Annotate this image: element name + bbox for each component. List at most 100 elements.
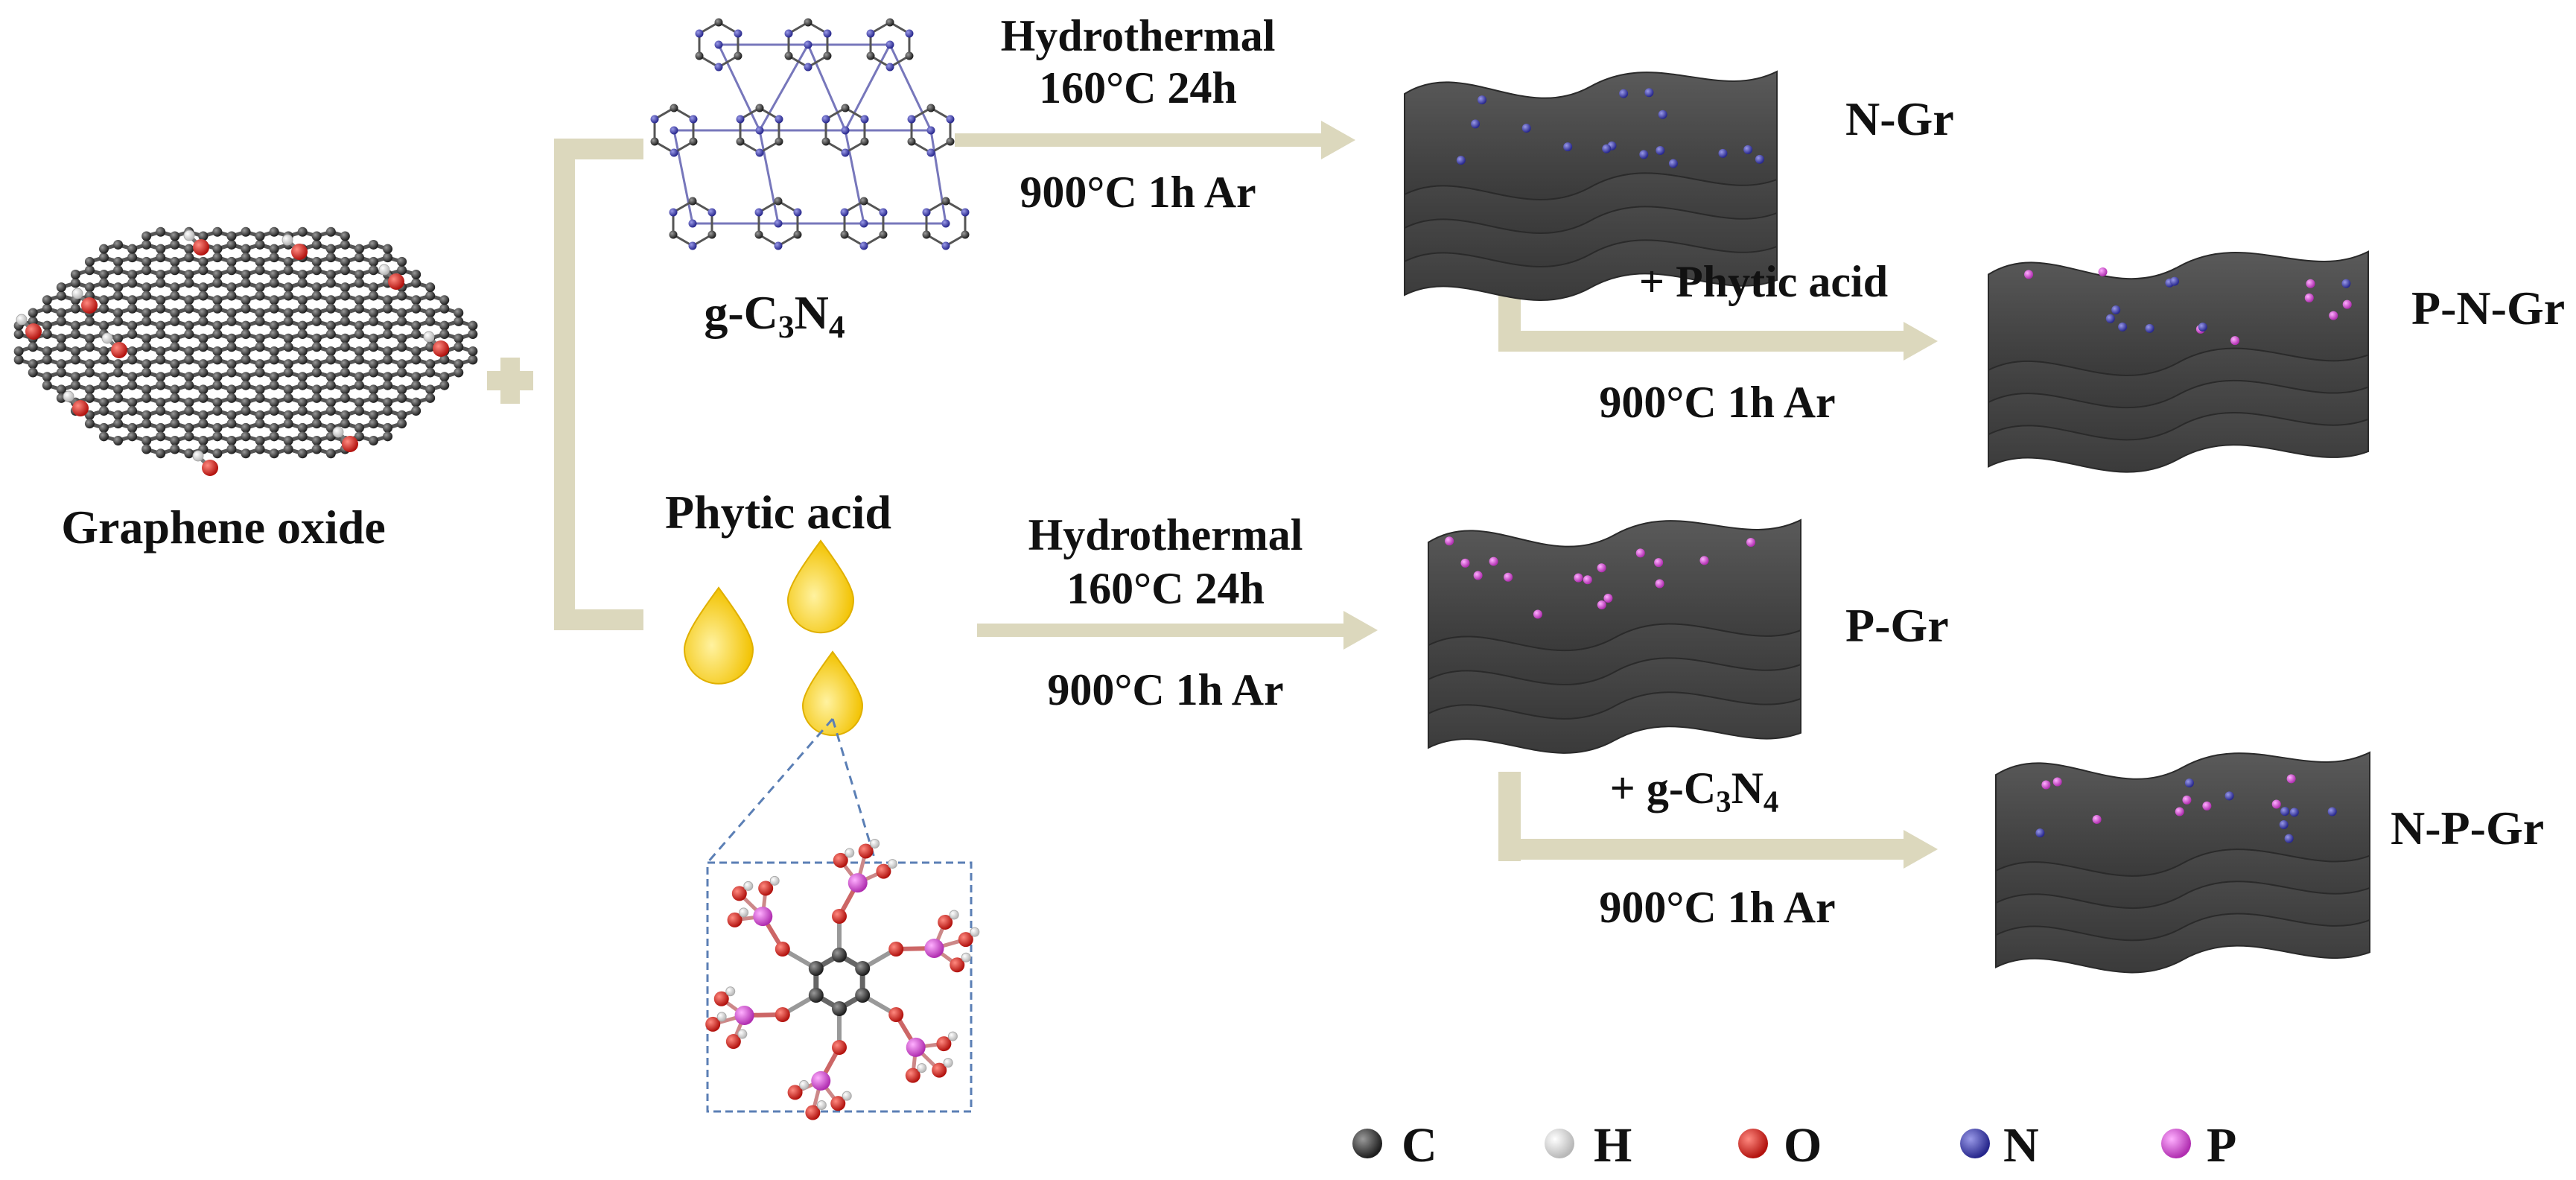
carbon-atom [212, 226, 223, 237]
nitrogen-dopant [1656, 145, 1665, 155]
carbon-atom [141, 265, 152, 276]
carbon-atom [283, 265, 293, 276]
nitrogen-atom [922, 208, 931, 217]
carbon-atom [113, 256, 124, 267]
carbon-atom [98, 406, 109, 416]
carbon-atom [84, 316, 95, 326]
phosphorus-dopant [1746, 538, 1756, 548]
carbon-atom [859, 197, 868, 206]
carbon-atom [141, 410, 152, 420]
carbon-atom [454, 367, 464, 378]
phosphorus-atom [811, 1070, 831, 1091]
carbon-atom [156, 303, 166, 314]
phytic-acid-droplets [683, 539, 864, 736]
carbon-atom [325, 253, 336, 263]
carbon-atom [283, 316, 293, 326]
carbon-atom [354, 380, 364, 390]
carbon-atom [397, 359, 407, 369]
carbon-atom [397, 342, 407, 352]
carbon-atom [156, 244, 166, 254]
legend-dot-p [2161, 1129, 2191, 1158]
carbon-atom [255, 342, 265, 352]
carbon-atom [311, 256, 322, 267]
carbon-atom [283, 384, 293, 395]
carbon-atom [255, 333, 265, 343]
carbon-atom [56, 384, 66, 395]
carbon-atom [283, 419, 293, 429]
carbon-atom [113, 367, 124, 378]
carbon-atom [141, 231, 152, 241]
carbon-atom [425, 282, 436, 293]
carbon-atom [841, 104, 850, 112]
carbon-atom [297, 380, 308, 390]
carbon-atom [255, 384, 265, 395]
hydrogen-atom [737, 1029, 748, 1039]
carbon-atom [98, 380, 109, 390]
graphene-sheet-stacks [1404, 70, 2370, 974]
carbon-atom [113, 384, 124, 395]
carbon-atom [56, 291, 66, 301]
carbon-atom [141, 342, 152, 352]
carbon-atom [184, 269, 194, 279]
carbon-atom [198, 436, 209, 446]
carbon-atom [311, 436, 322, 446]
nitrogen-atom [926, 126, 935, 135]
oxygen-atom [727, 912, 742, 927]
carbon-atom [397, 419, 407, 429]
carbon-atom [311, 239, 322, 250]
c3n4-link [672, 130, 694, 224]
carbon-atom [141, 384, 152, 395]
carbon-atom [198, 256, 209, 267]
carbon-atom [383, 303, 393, 314]
nitrogen-dopant [2280, 807, 2290, 816]
oxygen-atom [725, 1034, 741, 1050]
carbon-atom [707, 230, 716, 239]
carbon-atom [241, 278, 251, 288]
carbon-atom [198, 342, 209, 352]
carbon-atom [13, 329, 24, 340]
phosphorus-dopant [2024, 270, 2034, 279]
carbon-atom [397, 333, 407, 343]
carbon-atom [383, 253, 393, 263]
nitrogen-atom [650, 115, 659, 124]
carbon-atom [212, 320, 223, 331]
carbon-atom [383, 355, 393, 365]
carbon-atom [156, 355, 166, 365]
carbon-atom [84, 419, 95, 429]
carbon-atom [170, 419, 180, 429]
carbon-atom [184, 422, 194, 433]
carbon-atom [340, 393, 350, 403]
bottom-arrow-label-hydrothermal: Hydrothermal [1028, 510, 1303, 559]
nitrogen-dopant [1718, 148, 1728, 158]
carbon-atom [269, 346, 279, 356]
carbon-atom [383, 320, 393, 331]
carbon-atom [425, 308, 436, 318]
carbon-atom [821, 137, 830, 146]
carbon-atom [397, 316, 407, 326]
carbon-atom [241, 226, 251, 237]
carbon-atom [283, 333, 293, 343]
carbon-atom [354, 372, 364, 382]
carbon-atom [241, 372, 251, 382]
carbon-atom [226, 316, 237, 326]
nitrogen-atom [670, 126, 678, 135]
top-arrow-label-temp-time: 160°C 24h [1039, 63, 1237, 112]
hydrogen-atom [870, 838, 880, 848]
carbon-atom [311, 231, 322, 241]
carbon-atom [170, 291, 180, 301]
nitrogen-dopant [2284, 834, 2294, 843]
hydrogen-atom [71, 288, 83, 299]
phytic-acid-molecule-inset [705, 718, 980, 1120]
nitrogen-dopant [2341, 279, 2351, 288]
phosphorus-dopant [2329, 311, 2338, 320]
carbon-atom [212, 346, 223, 356]
nitrogen-atom [714, 40, 723, 49]
carbon-atom [354, 269, 364, 279]
phytic-acid-droplet [683, 586, 754, 685]
carbon-atom [269, 431, 279, 442]
carbon-atom [226, 359, 237, 369]
carbon-atom [325, 355, 336, 365]
carbon-atom [156, 406, 166, 416]
carbon-atom [212, 380, 223, 390]
carbon-atom [283, 282, 293, 293]
